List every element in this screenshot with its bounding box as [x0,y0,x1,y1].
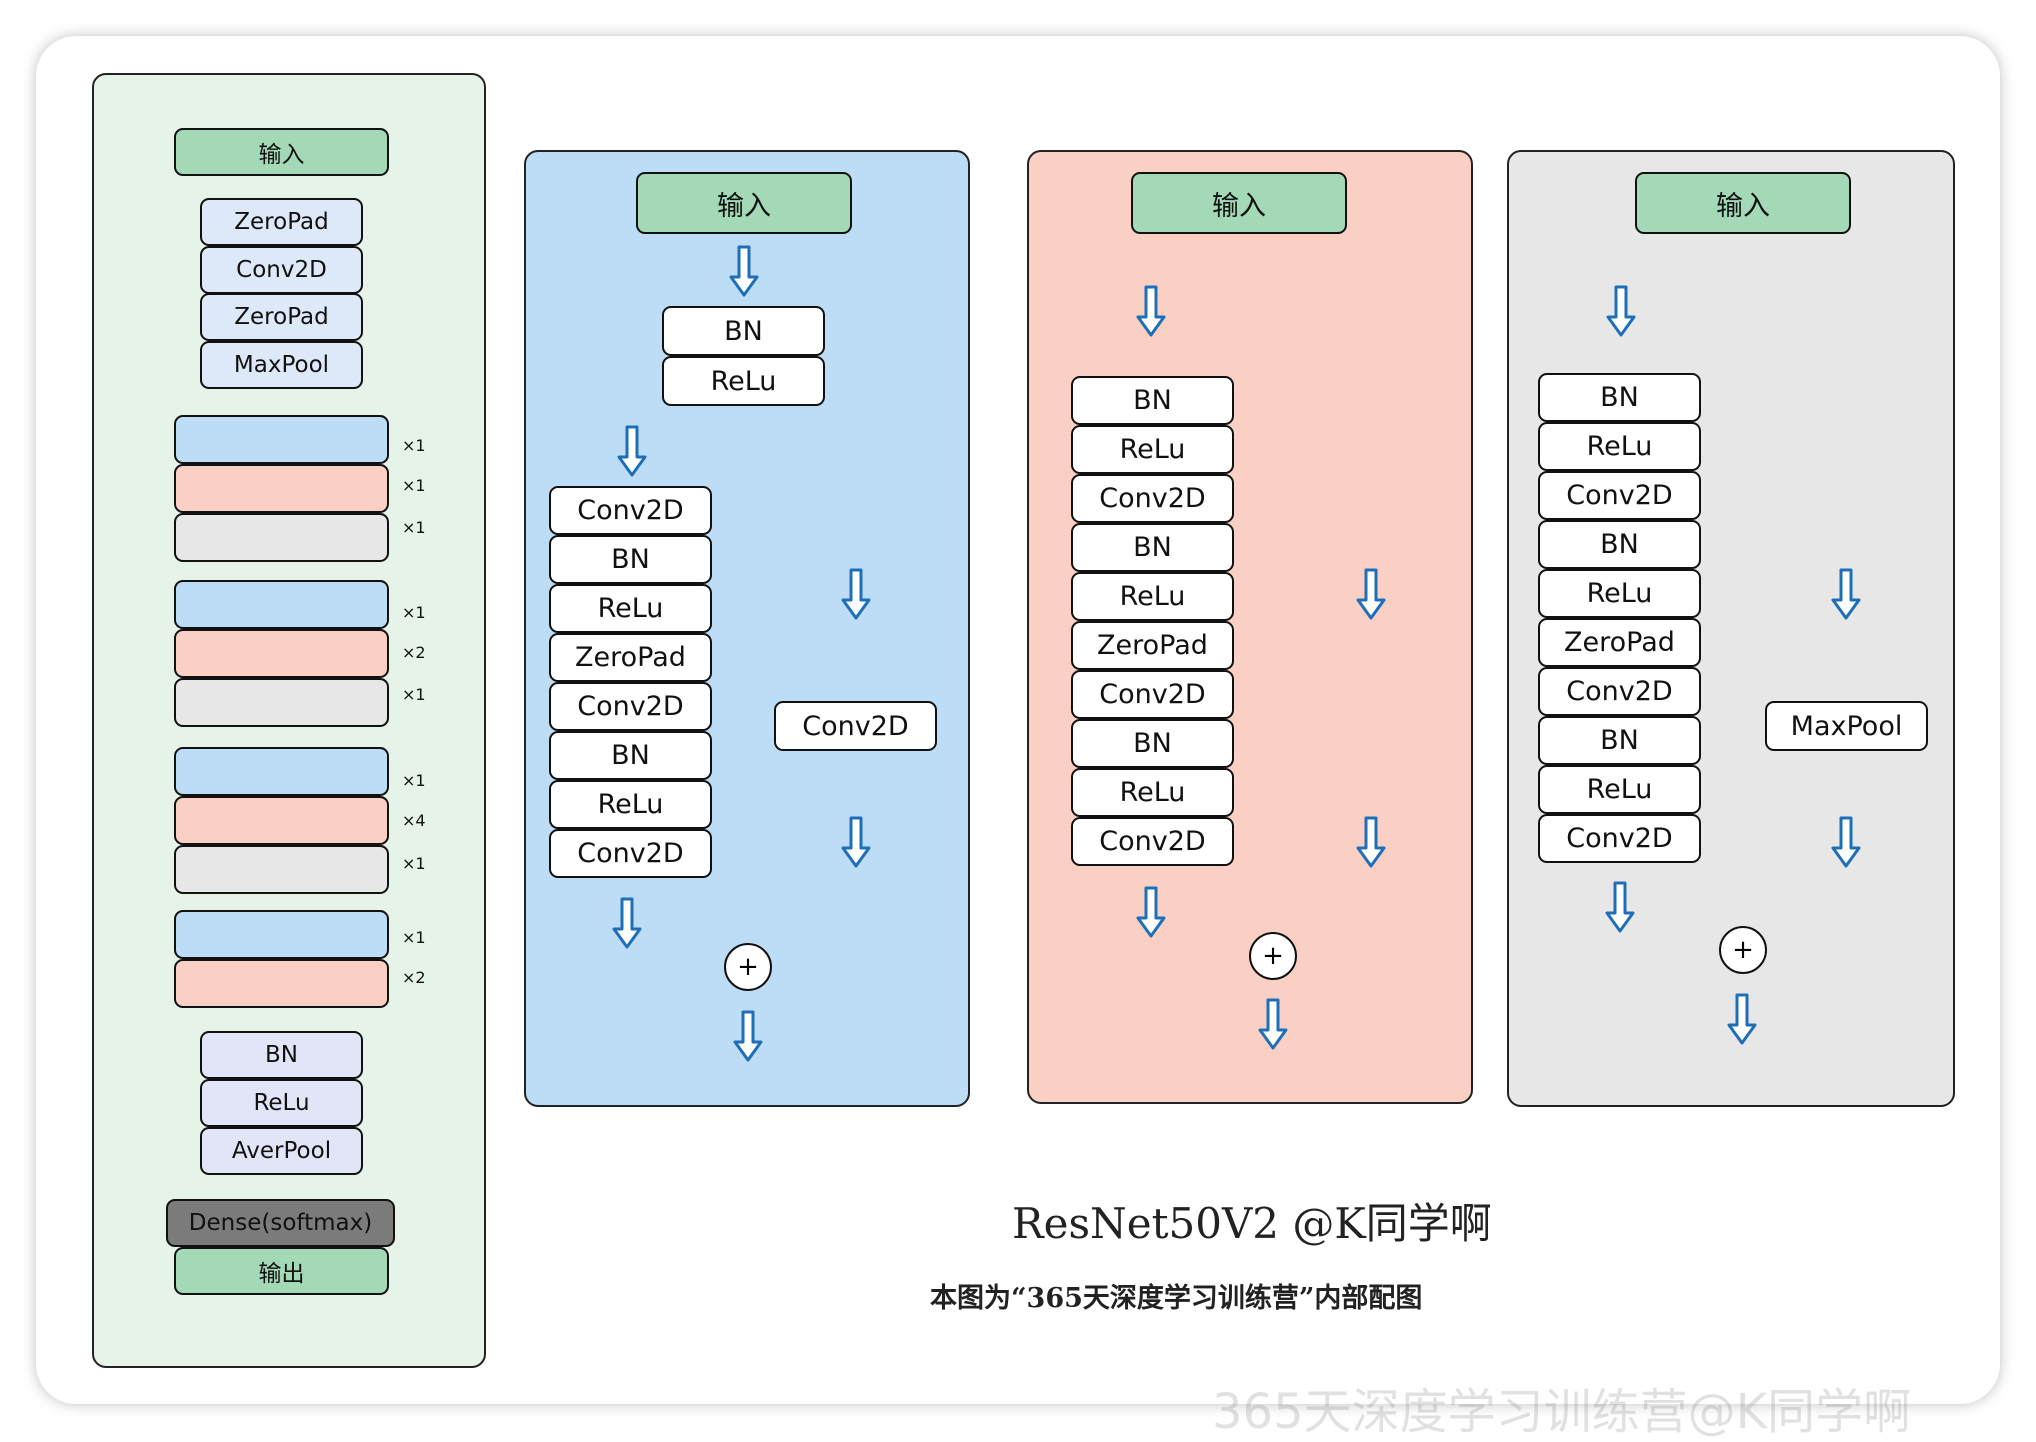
stage1-red-block [174,464,389,513]
red-main-relu-2: ReLu [1071,572,1234,621]
blue-add-node: + [724,943,772,991]
blue-main-conv2d-2: Conv2D [549,682,712,731]
stage2-gray-mult: ×1 [402,685,426,704]
blue-arrow-1-icon [729,245,759,297]
stage4-blue-mult: ×1 [402,928,426,947]
stage2-red-mult: ×2 [402,643,426,662]
blue-arrow-5-icon [612,897,642,949]
blue-pre-relu: ReLu [662,356,825,406]
red-arrow-4-icon [1136,886,1166,938]
stage1-blue-block [174,415,389,464]
stage3-blue-block [174,747,389,796]
red-main-relu-3: ReLu [1071,768,1234,817]
head-bn: BN [200,1031,363,1079]
stem-zeropad-1: ZeroPad [200,198,363,246]
stage3-gray-block [174,845,389,894]
gray-main-conv2d-1: Conv2D [1538,471,1701,520]
stage1-gray-block [174,513,389,562]
stage3-gray-mult: ×1 [402,854,426,873]
gray-main-conv2d-3: Conv2D [1538,814,1701,863]
gray-arrow-4-icon [1605,881,1635,933]
gray-shortcut-maxpool: MaxPool [1765,701,1928,751]
red-main-bn-2: BN [1071,523,1234,572]
stage2-blue-mult: ×1 [402,603,426,622]
watermark: 365天深度学习训练营@K同学啊 [1212,1384,1912,1440]
head-relu: ReLu [200,1079,363,1127]
stage1-red-mult: ×1 [402,476,426,495]
stage3-red-mult: ×4 [402,811,426,830]
blue-pre-bn: BN [662,306,825,356]
gray-arrow-3-icon [1831,816,1861,868]
overview-input: 输入 [174,128,389,176]
blue-main-conv2d-1: Conv2D [549,486,712,535]
blue-arrow-6-icon [733,1010,763,1062]
red-input: 输入 [1131,172,1347,234]
diagram-caption: 本图为“365天深度学习训练营”内部配图 [930,1283,1423,1314]
gray-add-node: + [1719,926,1767,974]
gray-input: 输入 [1635,172,1851,234]
blue-arrow-2-icon [617,425,647,477]
stage3-blue-mult: ×1 [402,771,426,790]
stem-maxpool: MaxPool [200,341,363,389]
stage1-blue-mult: ×1 [402,436,426,455]
stage4-blue-block [174,910,389,959]
stage4-red-mult: ×2 [402,968,426,987]
red-arrow-2-icon [1356,568,1386,620]
red-main-conv2d-2: Conv2D [1071,670,1234,719]
head-averpool: AverPool [200,1127,363,1175]
gray-main-bn-1: BN [1538,373,1701,422]
red-main-bn-1: BN [1071,376,1234,425]
red-main-bn-3: BN [1071,719,1234,768]
blue-arrow-4-icon [841,816,871,868]
overview-output: 输出 [174,1247,389,1295]
blue-main-bn-1: BN [549,535,712,584]
gray-arrow-2-icon [1831,568,1861,620]
blue-input: 输入 [636,172,852,234]
blue-main-relu-2: ReLu [549,780,712,829]
blue-main-conv2d-3: Conv2D [549,829,712,878]
stem-zeropad-2: ZeroPad [200,293,363,341]
red-main-zeropad: ZeroPad [1071,621,1234,670]
red-main-relu-1: ReLu [1071,425,1234,474]
diagram-title: ResNet50V2 @K同学啊 [1012,1199,1492,1248]
blue-arrow-3-icon [841,568,871,620]
red-main-conv2d-1: Conv2D [1071,474,1234,523]
red-arrow-3-icon [1356,816,1386,868]
gray-main-relu-3: ReLu [1538,765,1701,814]
gray-main-zeropad: ZeroPad [1538,618,1701,667]
stage2-blue-block [174,580,389,629]
blue-main-relu-1: ReLu [549,584,712,633]
red-arrow-5-icon [1258,998,1288,1050]
gray-arrow-1-icon [1606,285,1636,337]
stage2-gray-block [174,678,389,727]
gray-arrow-5-icon [1727,993,1757,1045]
stage4-red-block [174,959,389,1008]
dense-softmax: Dense(softmax) [166,1199,395,1247]
blue-shortcut-conv2d: Conv2D [774,701,937,751]
blue-main-bn-2: BN [549,731,712,780]
gray-main-relu-2: ReLu [1538,569,1701,618]
stage2-red-block [174,629,389,678]
red-main-conv2d-3: Conv2D [1071,817,1234,866]
red-arrow-1-icon [1136,285,1166,337]
stage3-red-block [174,796,389,845]
blue-main-zeropad: ZeroPad [549,633,712,682]
gray-main-relu-1: ReLu [1538,422,1701,471]
gray-main-conv2d-2: Conv2D [1538,667,1701,716]
gray-main-bn-3: BN [1538,716,1701,765]
red-add-node: + [1249,932,1297,980]
stem-conv2d: Conv2D [200,246,363,294]
stage1-gray-mult: ×1 [402,518,426,537]
gray-main-bn-2: BN [1538,520,1701,569]
